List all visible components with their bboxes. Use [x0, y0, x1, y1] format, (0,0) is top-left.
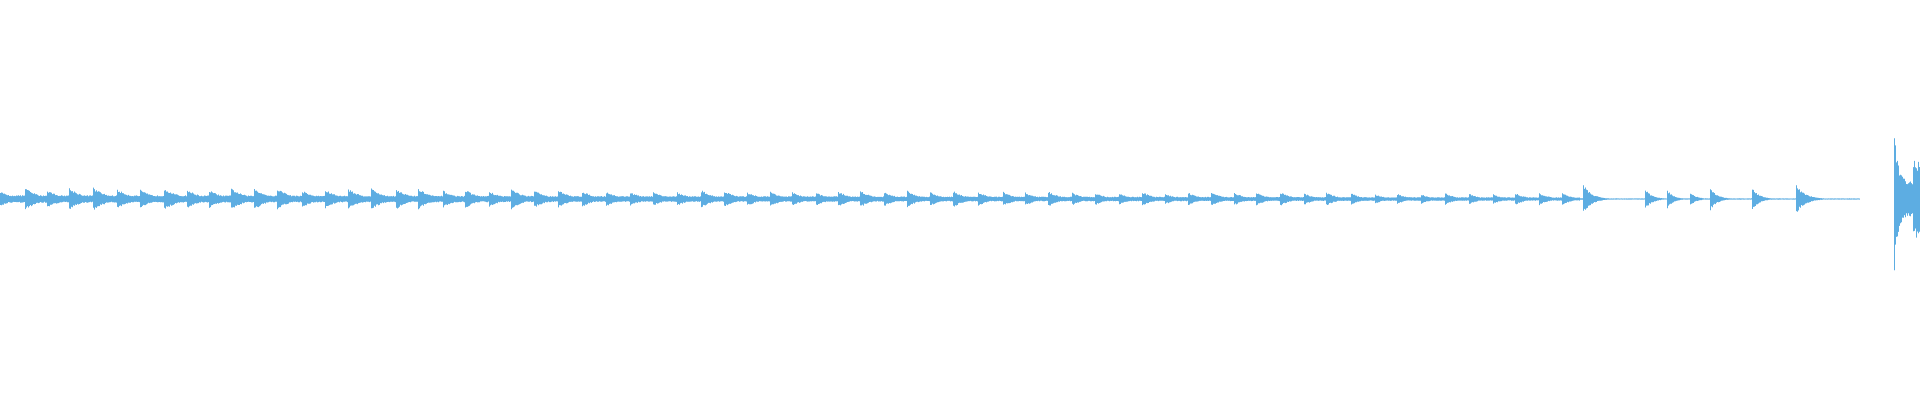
waveform [0, 138, 1920, 271]
